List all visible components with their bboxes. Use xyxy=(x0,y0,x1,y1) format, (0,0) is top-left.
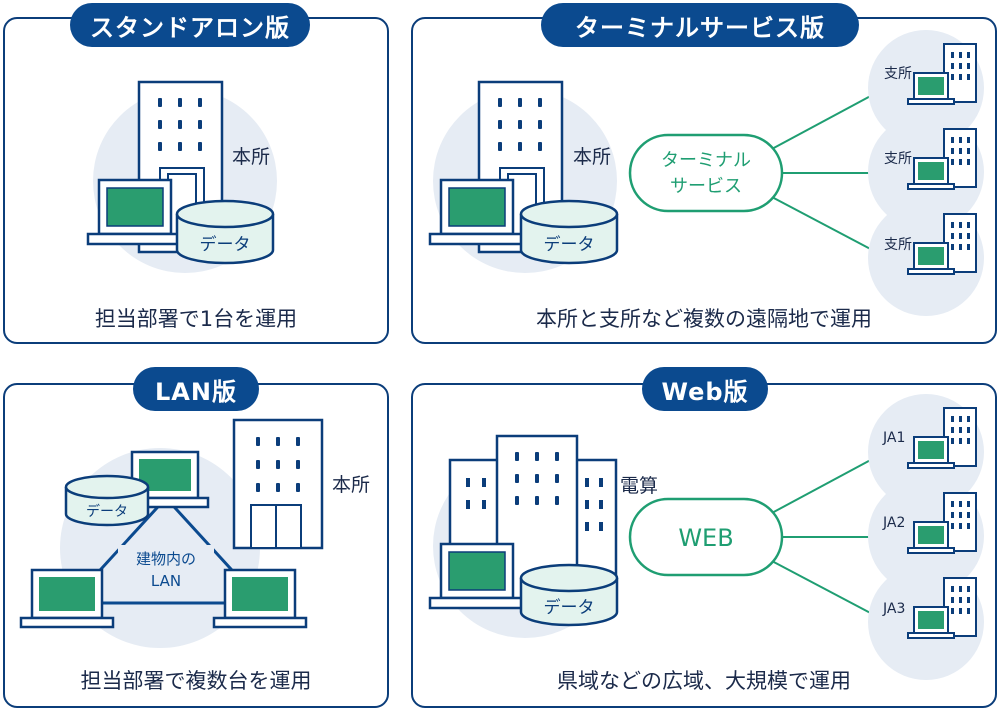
terminal-data-label: データ xyxy=(544,234,595,255)
standalone-title: スタンドアロン版 xyxy=(70,3,310,47)
terminal-branch-1-label: 支所 xyxy=(884,66,912,82)
terminal-service-line1: ターミナル xyxy=(661,150,751,171)
web-hq-label: 電算 xyxy=(620,475,658,497)
lan-caption: 担当部署で複数台を運用 xyxy=(80,669,312,693)
terminal-branch-2-label: 支所 xyxy=(884,151,912,167)
web-title: Web版 xyxy=(642,367,768,411)
standalone-caption: 担当部署で1台を運用 xyxy=(94,307,298,331)
web-branch-2-label: JA2 xyxy=(882,515,905,531)
terminal-branch-3-label: 支所 xyxy=(884,237,912,253)
web-caption: 県域などの広域、大規模で運用 xyxy=(557,669,851,693)
terminal-hq-label: 本所 xyxy=(573,146,611,168)
web-service-label: WEB xyxy=(678,524,733,552)
lan-network-line1: 建物内の xyxy=(136,550,196,568)
standalone-data-label: データ xyxy=(200,234,251,255)
terminal-service-line2: サービス xyxy=(670,176,742,197)
lan-title: LAN版 xyxy=(133,367,259,411)
lan-data-label: データ xyxy=(86,503,128,520)
web-data-label: データ xyxy=(544,597,595,618)
terminal-caption: 本所と支所など複数の遠隔地で運用 xyxy=(536,307,872,331)
standalone-hq-label: 本所 xyxy=(232,146,270,168)
web-branch-3-label: JA3 xyxy=(882,601,905,617)
terminal-title: ターミナルサービス版 xyxy=(541,3,859,47)
web-branch-1-label: JA1 xyxy=(882,430,905,446)
lan-network-line2: LAN xyxy=(151,572,181,590)
lan-hq-label: 本所 xyxy=(332,474,370,496)
